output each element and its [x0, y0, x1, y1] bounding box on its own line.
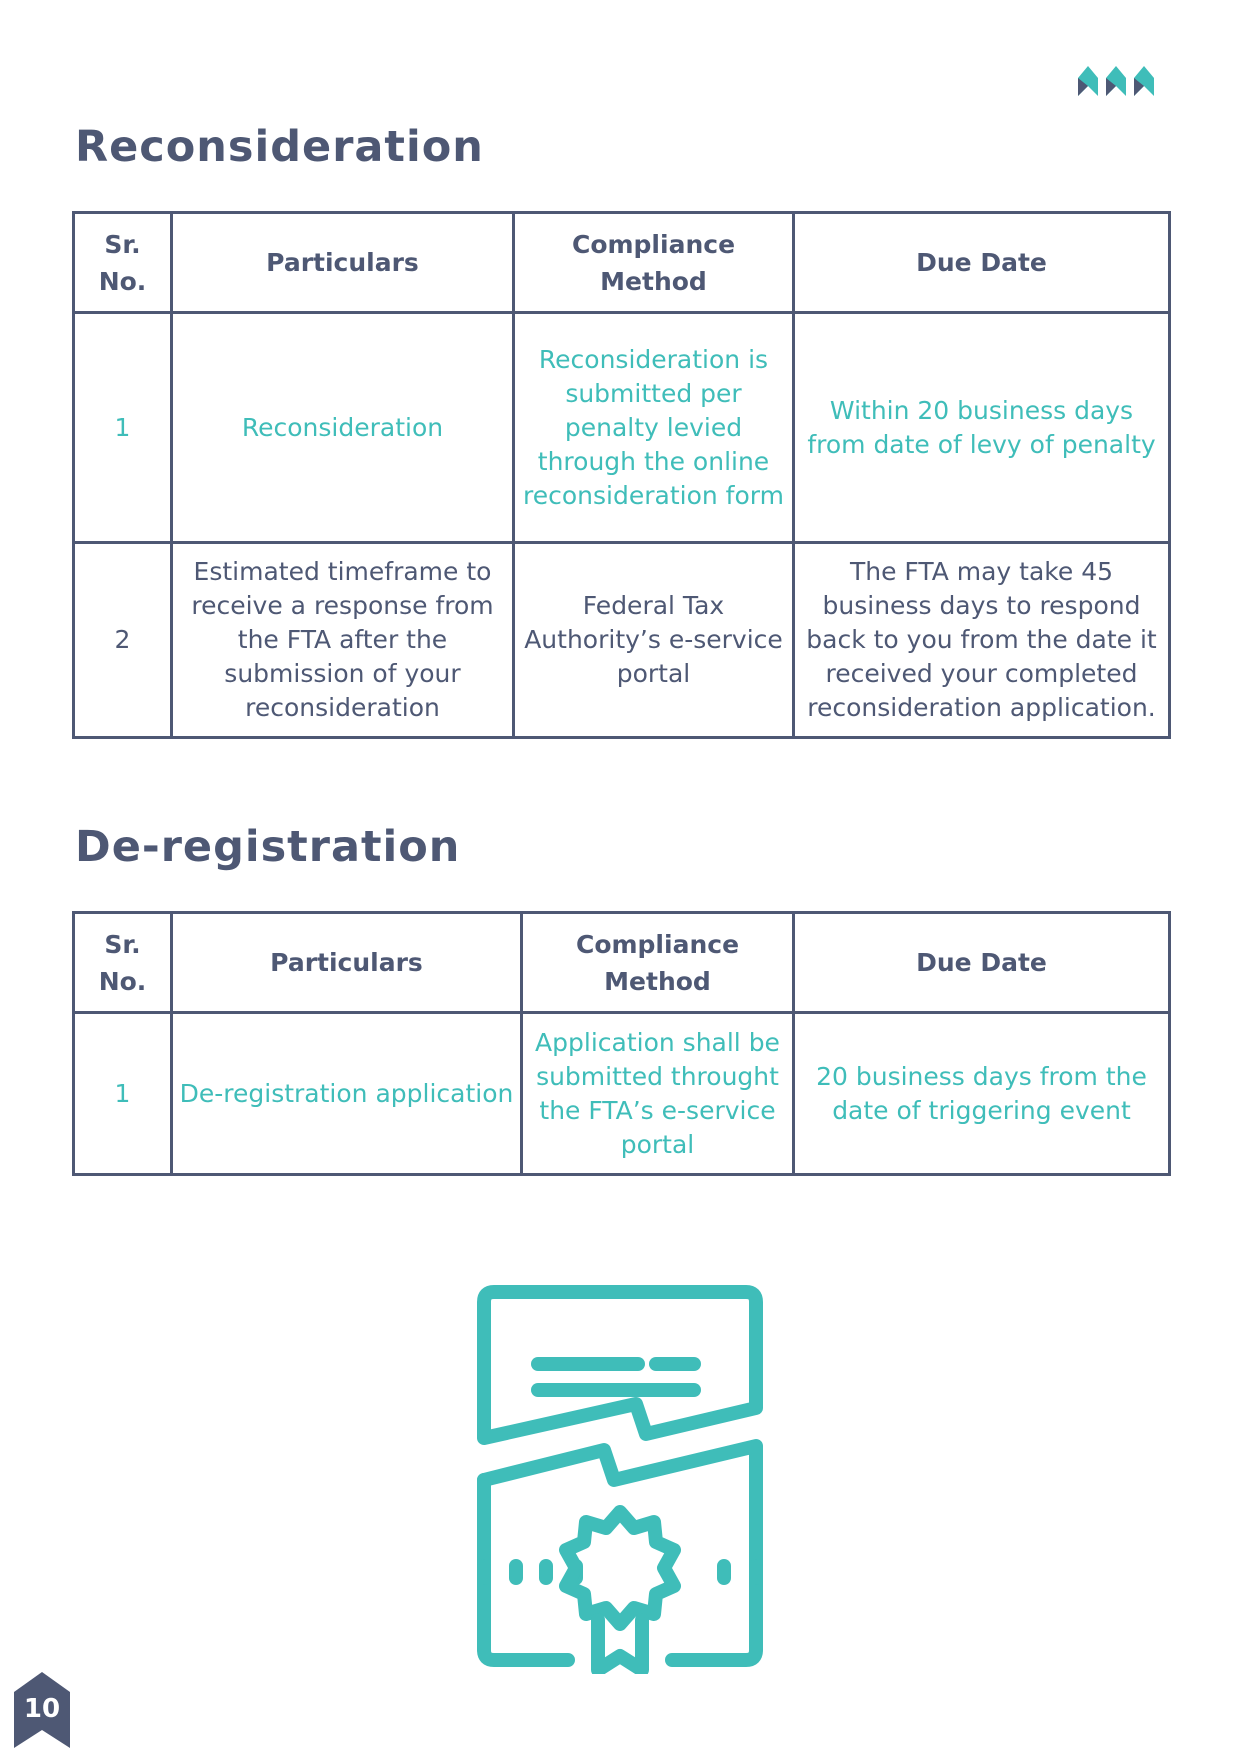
reconsideration-table: Sr. No. Particulars Compliance Method Du…: [72, 211, 1171, 739]
cell-due-date: 20 business days from the date of trigge…: [792, 1011, 1171, 1176]
deregistration-title: De-registration: [75, 822, 461, 872]
cell-particulars: De-registration application: [170, 1011, 523, 1176]
cell-compliance-method: Reconsideration is submitted per penalty…: [512, 311, 795, 544]
cell-particulars: Reconsideration: [170, 311, 515, 544]
cell-due-date: The FTA may take 45 business days to res…: [792, 541, 1171, 739]
certificate-icon: [477, 1285, 763, 1674]
cell-sr-no: 2: [72, 541, 173, 739]
header-particulars: Particulars: [170, 911, 523, 1014]
header-sr-no: Sr. No.: [72, 211, 173, 314]
table-row: 2 Estimated timeframe to receive a respo…: [72, 541, 1171, 739]
cell-sr-no: 1: [72, 311, 173, 544]
deregistration-table: Sr. No. Particulars Compliance Method Du…: [72, 911, 1171, 1176]
cell-sr-no: 1: [72, 1011, 173, 1176]
header-compliance-method: Compliance Method: [512, 211, 795, 314]
cell-compliance-method: Application shall be submitted throught …: [520, 1011, 795, 1176]
header-due-date: Due Date: [792, 211, 1171, 314]
cell-compliance-method: Federal Tax Authority’s e-service portal: [512, 541, 795, 739]
page-number-badge-icon: [14, 1672, 70, 1748]
header-particulars: Particulars: [170, 211, 515, 314]
brand-logo-icon: [1078, 66, 1154, 96]
table-row: 1 Reconsideration Reconsideration is sub…: [72, 311, 1171, 544]
table-header-row: Sr. No. Particulars Compliance Method Du…: [72, 211, 1171, 314]
header-due-date: Due Date: [792, 911, 1171, 1014]
header-sr-no: Sr. No.: [72, 911, 173, 1014]
header-compliance-method: Compliance Method: [520, 911, 795, 1014]
cell-particulars: Estimated timeframe to receive a respons…: [170, 541, 515, 739]
table-header-row: Sr. No. Particulars Compliance Method Du…: [72, 911, 1171, 1014]
table-row: 1 De-registration application Applicatio…: [72, 1011, 1171, 1176]
page-number: 10: [23, 1694, 61, 1724]
reconsideration-title: Reconsideration: [75, 122, 484, 172]
cell-due-date: Within 20 business days from date of lev…: [792, 311, 1171, 544]
